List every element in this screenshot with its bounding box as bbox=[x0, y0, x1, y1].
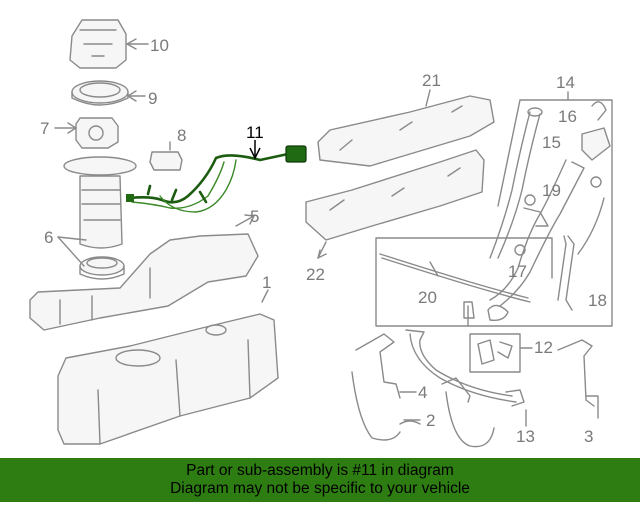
callout-8: 8 bbox=[177, 126, 186, 145]
part-4-tank-strap bbox=[351, 333, 417, 441]
part-1-fuel-tank bbox=[57, 289, 279, 445]
part-13-fuel-line bbox=[405, 329, 527, 427]
callout-1: 1 bbox=[262, 273, 271, 292]
part-21-skid-plate bbox=[317, 89, 495, 167]
callout-6: 6 bbox=[44, 228, 53, 247]
callout-21: 21 bbox=[422, 71, 441, 90]
part-22-skid-plate bbox=[305, 149, 485, 259]
part-12-clip bbox=[469, 333, 533, 373]
part-8-clip bbox=[149, 141, 183, 171]
callout-9: 9 bbox=[148, 89, 157, 108]
info-banner: Part or sub-assembly is #11 in diagram D… bbox=[0, 458, 640, 502]
callout-22: 22 bbox=[306, 265, 325, 284]
callout-19: 19 bbox=[542, 181, 561, 200]
part-6-fuel-pump-module bbox=[57, 156, 137, 280]
part-11-wiring-harness bbox=[126, 140, 307, 213]
callout-12: 12 bbox=[534, 338, 553, 357]
part-2-tank-strap bbox=[399, 377, 495, 448]
part-20-vent-line bbox=[375, 237, 553, 327]
callout-11: 11 bbox=[246, 123, 264, 142]
callout-4: 4 bbox=[418, 383, 427, 402]
callout-7: 7 bbox=[40, 119, 49, 138]
part-5-tank-shield bbox=[29, 214, 259, 331]
banner-line-2: Diagram may not be specific to your vehi… bbox=[170, 480, 470, 497]
callout-5: 5 bbox=[250, 207, 259, 226]
callout-14: 14 bbox=[556, 73, 575, 92]
part-9-lock-ring bbox=[71, 80, 146, 106]
callout-18: 18 bbox=[588, 291, 607, 310]
part-3-tank-strap bbox=[557, 339, 599, 419]
banner-line-1: Part or sub-assembly is #11 in diagram bbox=[186, 462, 454, 479]
callout-13: 13 bbox=[516, 427, 535, 446]
callout-2: 2 bbox=[426, 411, 435, 430]
fuel-system-parts-diagram: 10 9 7 8 11 6 5 1 21 22 14 16 15 19 17 1… bbox=[29, 19, 613, 448]
callout-15: 15 bbox=[542, 133, 561, 152]
callout-20: 20 bbox=[418, 288, 437, 307]
callout-3: 3 bbox=[584, 427, 593, 446]
part-7-regulator bbox=[54, 117, 119, 149]
callout-10: 10 bbox=[150, 36, 169, 55]
callout-16: 16 bbox=[558, 107, 577, 126]
callout-17: 17 bbox=[508, 262, 527, 281]
part-10-cover bbox=[69, 19, 149, 69]
